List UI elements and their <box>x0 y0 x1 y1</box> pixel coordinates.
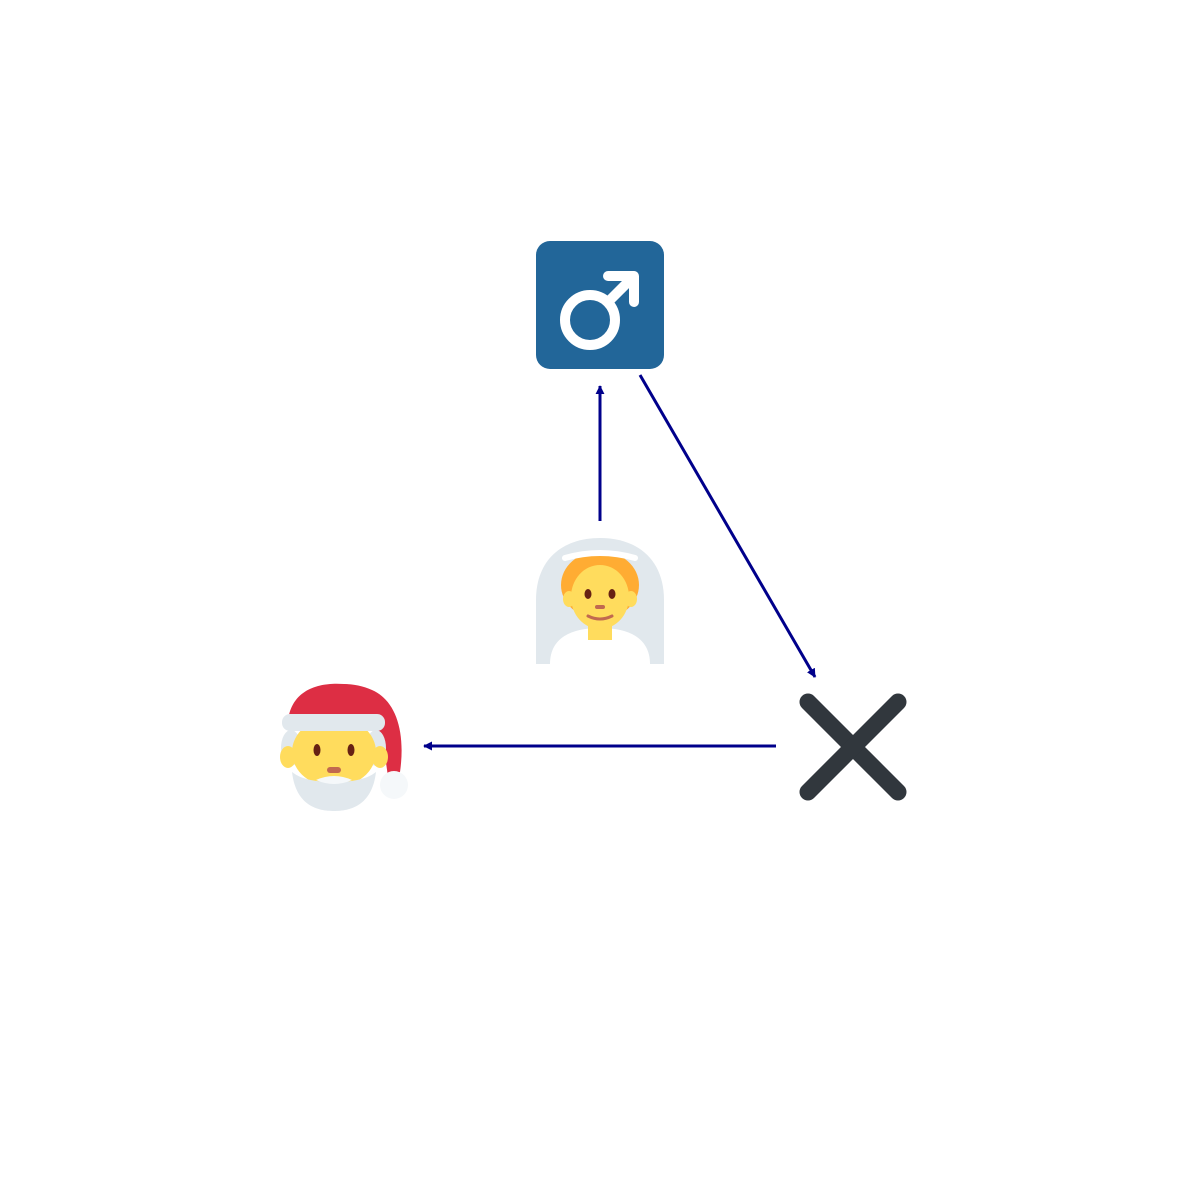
node-santa <box>280 683 408 811</box>
santa-claus-icon <box>280 683 408 811</box>
node-cross-mark <box>799 693 907 801</box>
person-with-veil-icon <box>536 538 664 664</box>
node-male-sign <box>536 241 664 369</box>
edge-male-to-cross <box>638 374 817 678</box>
edges <box>423 374 817 751</box>
male-sign-icon <box>536 241 664 369</box>
node-person-with-veil <box>536 538 664 664</box>
cross-mark-icon <box>799 693 907 801</box>
